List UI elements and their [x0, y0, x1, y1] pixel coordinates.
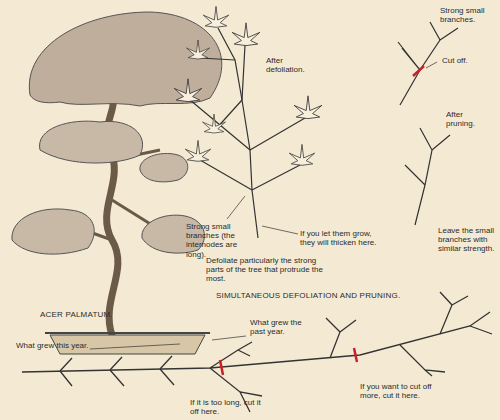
stage-label: After pruning. [446, 110, 486, 128]
growth-note: If you let them grow, they will thicken … [300, 229, 382, 247]
tree-drawing [12, 12, 222, 354]
section-heading: SIMULTANEOUS DEFOLIATION AND PRUNING. [216, 291, 400, 300]
instruction-note: Leave the small branches with similar st… [438, 226, 496, 254]
sprig-drawing [174, 6, 322, 238]
cut-note: Cut off. [442, 56, 482, 65]
cut-note: If you want to cut off more, cut it here… [360, 382, 444, 400]
branch-note: Strong small branches. [440, 6, 496, 24]
stage-label: After defoliation. [266, 56, 314, 74]
cut-note: If it is too long, cut it off here. [190, 398, 266, 416]
growth-label: What grew this year. [16, 341, 96, 350]
branch-drawing [22, 292, 492, 412]
instruction-note: Defoliate particularly the strong parts … [206, 256, 324, 284]
species-label: ACER PALMATUM. [40, 310, 113, 319]
branch-note: Strong small branches (the internodes ar… [186, 222, 252, 259]
growth-label: What grew the past year. [250, 318, 308, 336]
